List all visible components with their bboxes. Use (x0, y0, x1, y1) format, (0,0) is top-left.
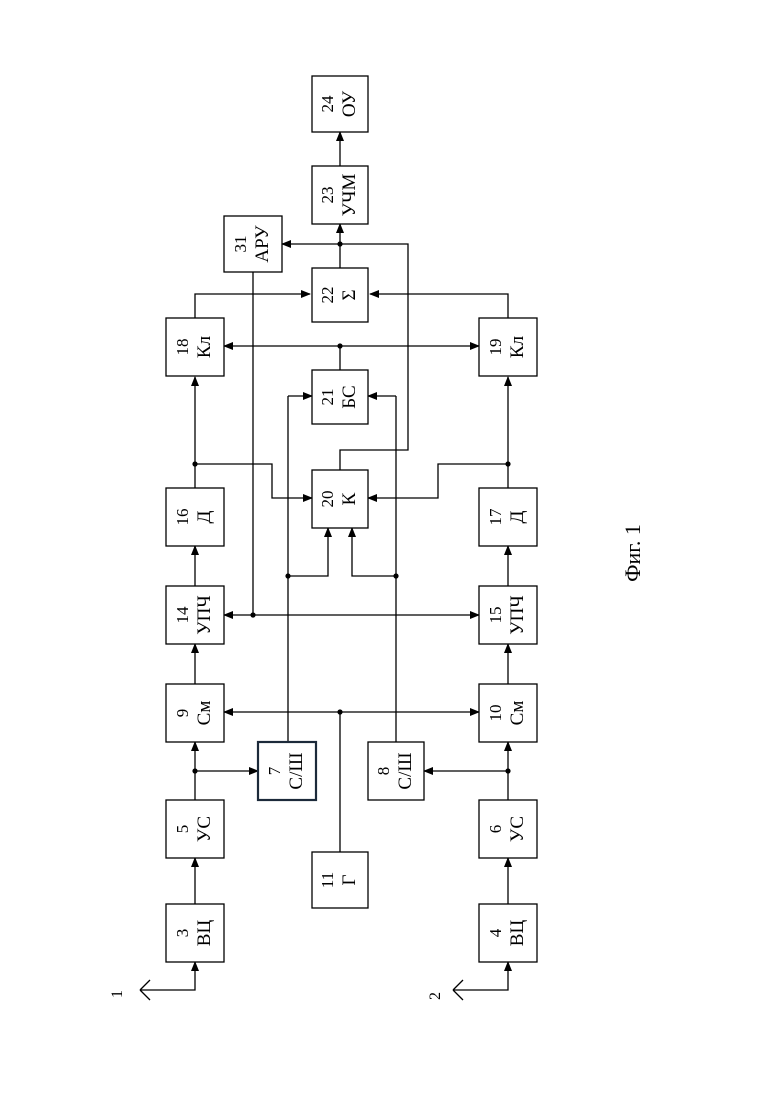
block-7: 7 С/Ш (258, 742, 316, 800)
block-18: 18 Кл (166, 318, 224, 376)
block-24-label: ОУ (339, 90, 360, 117)
block-14-label: УПЧ (194, 595, 215, 635)
block-14-number: 14 (173, 606, 192, 624)
block-23-number: 23 (318, 187, 337, 204)
block-11: 11 Г (312, 852, 368, 908)
block-11-number: 11 (318, 872, 337, 888)
block-8-number: 8 (374, 767, 393, 776)
block-9-number: 9 (173, 709, 192, 718)
block-7-label: С/Ш (286, 752, 307, 789)
block-21-number: 21 (318, 389, 337, 406)
block-22-label: Σ (339, 289, 360, 300)
block-15-label: УПЧ (507, 595, 528, 635)
antenna-1-label: 1 (109, 990, 126, 998)
block-20: 20 К (312, 470, 368, 528)
block-3-number: 3 (173, 929, 192, 938)
block-10: 10 См (479, 684, 537, 742)
block-16-number: 16 (173, 509, 192, 526)
block-3-label: ВЦ (194, 920, 215, 947)
block-21-label: БС (339, 385, 360, 408)
block-8: 8 С/Ш (368, 742, 424, 800)
block-17: 17 Д (479, 488, 537, 546)
block-19: 19 Кл (479, 318, 537, 376)
block-5: 5 УС (166, 800, 224, 858)
block-4-label: ВЦ (507, 920, 528, 947)
block-10-number: 10 (486, 705, 505, 722)
block-15-number: 15 (486, 607, 505, 624)
block-22: 22 Σ (312, 268, 368, 322)
block-14: 14 УПЧ (166, 586, 224, 644)
antenna-2-label: 2 (427, 992, 444, 1000)
block-20-label: К (339, 492, 360, 505)
block-9: 9 См (166, 684, 224, 742)
block-24-number: 24 (318, 95, 337, 113)
block-11-label: Г (339, 874, 360, 885)
block-15: 15 УПЧ (479, 586, 537, 644)
block-9-label: См (194, 701, 215, 726)
block-18-label: Кл (194, 335, 215, 358)
block-6: 6 УС (479, 800, 537, 858)
block-31-number: 31 (231, 236, 250, 253)
block-23-label: УЧМ (339, 174, 360, 217)
block-19-number: 19 (486, 339, 505, 356)
block-5-label: УС (194, 816, 215, 842)
block-4-number: 4 (486, 928, 505, 937)
block-6-label: УС (507, 816, 528, 842)
block-17-label: Д (507, 510, 528, 523)
block-8-label: С/Ш (395, 752, 416, 789)
figure-caption: Фиг. 1 (620, 524, 645, 582)
block-10-label: См (507, 701, 528, 726)
block-18-number: 18 (173, 339, 192, 356)
block-6-number: 6 (486, 825, 505, 834)
block-31-label: АРУ (252, 225, 273, 263)
block-16-label: Д (194, 510, 215, 523)
block-5-number: 5 (173, 825, 192, 834)
block-19-label: Кл (507, 335, 528, 358)
block-23: 23 УЧМ (312, 166, 368, 224)
block-16: 16 Д (166, 488, 224, 546)
block-17-number: 17 (486, 508, 505, 526)
block-4: 4 ВЦ (479, 904, 537, 962)
block-7-number: 7 (265, 766, 284, 775)
block-20-number: 20 (318, 491, 337, 508)
block-21: 21 БС (312, 370, 368, 424)
block-22-number: 22 (318, 287, 337, 304)
block-31: 31 АРУ (224, 216, 282, 272)
block-3: 3 ВЦ (166, 904, 224, 962)
block-24: 24 ОУ (312, 76, 368, 132)
